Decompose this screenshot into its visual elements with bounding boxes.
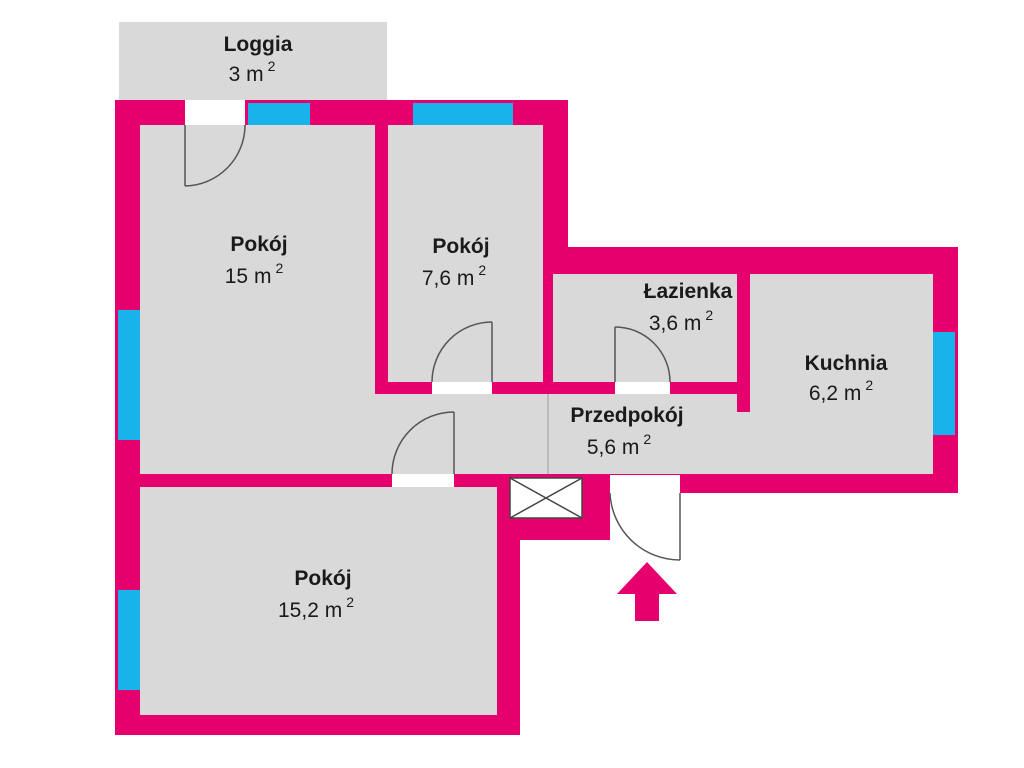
- wall-pokoj-b-lazienka: [543, 125, 553, 394]
- room-kuchnia-name: Kuchnia: [805, 352, 888, 375]
- window: [118, 590, 140, 690]
- wall-pokoj-b-hall: [375, 382, 749, 394]
- entrance-arrow-icon: [617, 562, 677, 621]
- room-lazienka-floor: [553, 274, 737, 382]
- door-opening-pokoj-c: [392, 474, 454, 487]
- wall-pokoj-a-pokoj-b: [375, 125, 388, 394]
- room-pokoj-b-floor: [388, 125, 543, 382]
- wall-pokoj-c-right: [497, 474, 510, 735]
- room-pokoj-c-floor: [140, 487, 497, 715]
- room-przedpokoj-name: Przedpokój: [570, 404, 683, 427]
- door-swing-lazienka: [614, 326, 671, 383]
- wall-pokoj-a-pokoj-c: [140, 474, 510, 487]
- door-opening-pokoj-b: [432, 382, 492, 394]
- door-swing-pokoj-c: [391, 411, 455, 475]
- door-opening-entrance: [610, 475, 680, 493]
- room-pokoj-a-floor: [140, 125, 375, 474]
- window: [118, 310, 140, 440]
- window: [933, 332, 955, 435]
- door-swing-pokoj-b: [431, 321, 493, 383]
- door-swing-entrance: [609, 492, 681, 561]
- room-przedpokoj-floor-b: [497, 394, 933, 474]
- door-swing-loggia: [184, 124, 246, 187]
- wall-lazienka-kuchnia: [737, 274, 750, 412]
- ventilation-shaft-icon: [509, 477, 583, 519]
- room-pokoj-b-name: Pokój: [432, 235, 489, 258]
- door-opening-loggia: [185, 100, 245, 125]
- room-pokoj-a-name: Pokój: [230, 233, 287, 256]
- room-loggia-floor: [119, 22, 387, 100]
- window: [413, 103, 513, 125]
- door-opening-lazienka: [615, 382, 670, 394]
- room-lazienka-name: Łazienka: [644, 280, 733, 303]
- room-loggia-name: Loggia: [224, 33, 293, 56]
- window: [248, 103, 310, 125]
- room-pokoj-c-name: Pokój: [294, 567, 351, 590]
